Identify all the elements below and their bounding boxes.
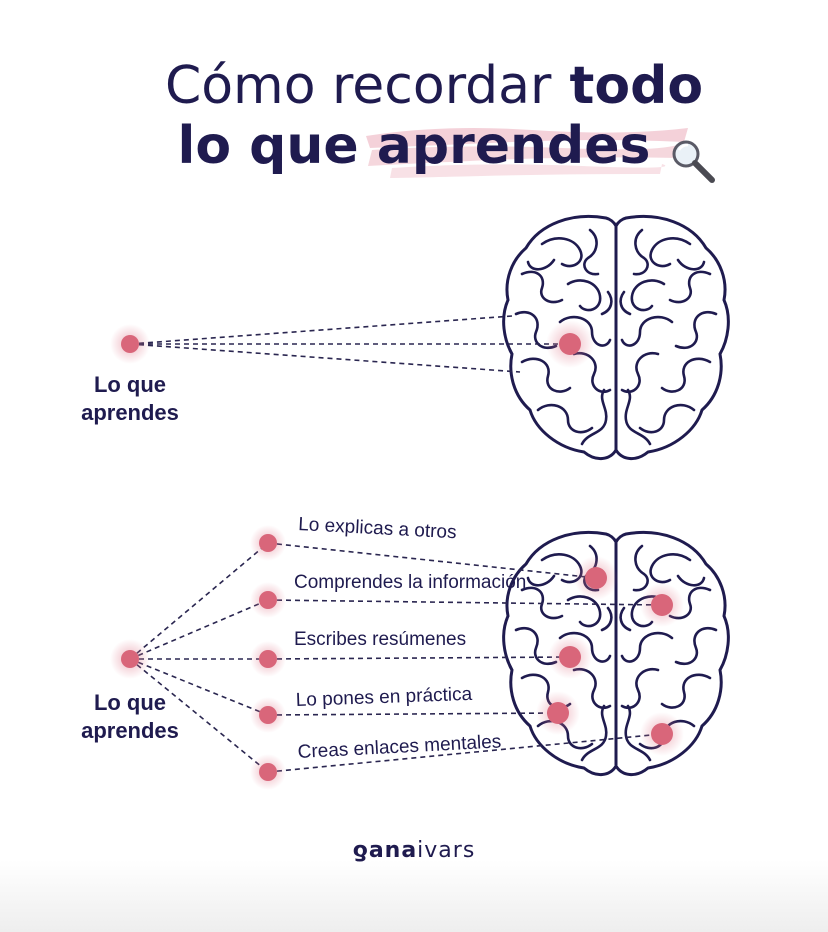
brain-icon (502, 530, 730, 777)
source-label-2-line1: Lo que (94, 690, 166, 715)
brain-icon (502, 214, 730, 461)
title-light-text: Cómo recordar (164, 56, 552, 116)
logo-text-bold: ana (368, 838, 418, 863)
magnifier-icon (672, 140, 715, 183)
page-title-line-1: Cómo recordar todo (0, 56, 828, 116)
source-label-1-line1: Lo que (94, 372, 166, 397)
brain-point (559, 333, 581, 355)
brain-lines (267, 542, 663, 773)
brush-highlight (366, 128, 688, 178)
node-label-5: Creas enlaces mentales (297, 731, 502, 763)
title-bold-text: todo (569, 56, 704, 116)
logo-mark-icon: ƍ (352, 838, 369, 863)
source-dot-2 (121, 650, 139, 668)
page-title-line-2: lo que aprendes (177, 116, 651, 176)
node-dots (250, 525, 286, 790)
source-label-1-line2: aprendes (81, 400, 179, 425)
source-dot-1 (121, 335, 139, 353)
node-label-4: Lo pones en práctica (295, 684, 472, 711)
source-label-2-line2: aprendes (81, 718, 179, 743)
connector-lines-1 (129, 315, 570, 373)
logo-text-light: ivars (417, 838, 476, 863)
node-label-2: Comprendes la información (294, 572, 526, 593)
fan-lines (129, 542, 269, 773)
brand-logo: ƍanaivars (0, 838, 828, 863)
brain-points (536, 556, 684, 756)
node-label-3: Escribes resúmenes (294, 629, 466, 650)
node-label-1: Lo explicas a otros (298, 514, 457, 543)
